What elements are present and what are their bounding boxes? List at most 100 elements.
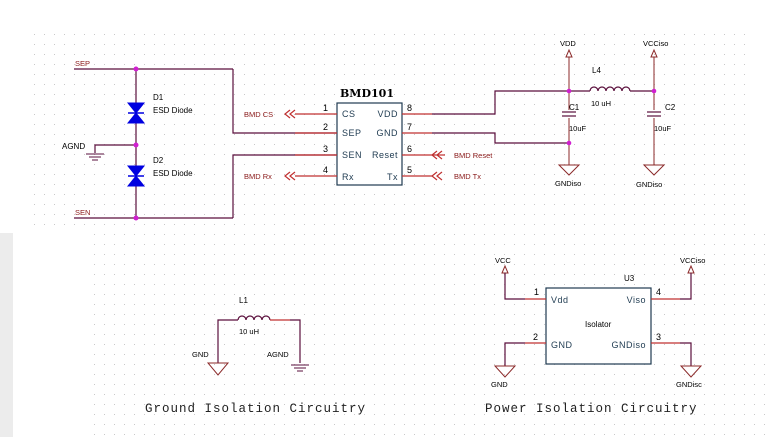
inductor-l4[interactable]	[589, 86, 631, 92]
vcciso-label: VCCiso	[643, 39, 668, 48]
l1-ref: L1	[239, 296, 248, 305]
ground-icon	[86, 153, 104, 161]
pin-num: 6	[407, 144, 412, 154]
pin-name-rx: Rx	[342, 172, 354, 182]
wire-gnd-l1[interactable]	[217, 319, 238, 363]
pin-name-sep: SEP	[342, 128, 362, 138]
c1-ref: C1	[569, 103, 580, 112]
vcciso-label-bottom: VCCiso	[680, 256, 705, 265]
pin-num: 3	[323, 144, 328, 154]
inductor-l1[interactable]	[237, 315, 271, 321]
junction-dot	[133, 215, 139, 221]
power-filter-section: VDD VCCiso L4 10 uH C1 10uF C2 10uF	[555, 39, 676, 189]
pin-num: 4	[656, 287, 661, 297]
ground-icon	[557, 164, 581, 176]
junction-dot	[133, 66, 139, 72]
power-isolation-section: U3 Isolator Vdd GND Viso GNDiso 1 2 4 3 …	[485, 256, 705, 416]
port-label: BMD CS	[244, 110, 273, 119]
pin-num: 1	[534, 287, 539, 297]
gndiso-label-bottom: GNDisc	[676, 380, 702, 389]
ground-icon	[642, 164, 666, 176]
l4-ref: L4	[592, 66, 601, 75]
agnd-label-bottom: AGND	[267, 350, 289, 359]
wire-agnd[interactable]	[94, 144, 136, 153]
pin-name-gnd-iso: GND	[551, 340, 573, 350]
port-bmd-cs[interactable]: BMD CS	[244, 109, 296, 119]
pin-name-cs: CS	[342, 109, 356, 119]
gndiso-label-1: GNDiso	[555, 179, 581, 188]
pin-num: 4	[323, 165, 328, 175]
gndiso-label-2: GNDiso	[636, 180, 662, 189]
power-isolation-caption: Power Isolation Circuitry	[485, 402, 698, 416]
pin-num: 3	[656, 332, 661, 342]
port-label: BMD Tx	[454, 172, 481, 181]
c2-ref: C2	[665, 103, 676, 112]
pin-num: 2	[533, 332, 538, 342]
pin-name-vdd: VDD	[377, 109, 398, 119]
pin-num: 7	[407, 122, 412, 132]
diode-d2[interactable]	[126, 165, 146, 187]
junction-dot	[566, 140, 572, 146]
vcc-label: VCC	[495, 256, 511, 265]
ground-isolation-section: L1 10 uH GND AGND Ground Isolation Circu…	[145, 296, 366, 416]
pin-name-gnd: GND	[377, 128, 399, 138]
gnd-label: GND	[192, 350, 209, 359]
port-bmd-rx[interactable]: BMD Rx	[244, 171, 296, 181]
wire-agnd-l1[interactable]	[290, 319, 301, 363]
wire-vcc[interactable]	[504, 273, 525, 300]
pin-name-reset: Reset	[372, 150, 398, 160]
grid-bottom	[90, 232, 768, 437]
agnd-label: AGND	[62, 142, 85, 151]
vdd-label: VDD	[560, 39, 576, 48]
port-bmd-reset[interactable]: BMD Reset	[431, 150, 493, 160]
net-label-sep: SEP	[75, 59, 90, 68]
wire-gnd[interactable]	[432, 132, 569, 144]
junction-dot	[651, 88, 657, 94]
isolator-name: Isolator	[585, 320, 612, 329]
capacitor-c2[interactable]	[647, 110, 661, 118]
ground-isolation-caption: Ground Isolation Circuitry	[145, 402, 366, 416]
port-label: BMD Reset	[454, 151, 493, 160]
d2-ref: D2	[153, 156, 164, 165]
pin-num: 2	[323, 122, 328, 132]
d1-ref: D1	[153, 93, 164, 102]
l1-value: 10 uH	[239, 327, 259, 336]
port-bmd-tx[interactable]: BMD Tx	[431, 171, 481, 181]
pin-name-vdd-iso: Vdd	[551, 295, 569, 305]
diode-d1[interactable]	[126, 102, 146, 124]
side-panel	[0, 233, 13, 437]
pin-num: 5	[407, 165, 412, 175]
gnd-iso-label: GND	[491, 380, 508, 389]
net-label-sen: SEN	[75, 208, 90, 217]
u3-ref: U3	[624, 274, 635, 283]
c2-value: 10uF	[654, 124, 672, 133]
pin-name-sen: SEN	[342, 150, 362, 160]
ground-icon	[679, 365, 703, 378]
chip-bmd101[interactable]: BMD101 1 2 3 4 CS SEP SEN Rx 8 7 6 5 VDD…	[295, 87, 432, 186]
d1-value: ESD Diode	[153, 106, 193, 115]
esd-section: SEP SEN D1 ESD Diode AGND D2 ESD Di	[62, 59, 337, 221]
junction-dot	[133, 142, 139, 148]
l4-value: 10 uH	[591, 99, 611, 108]
wire-gnd-iso[interactable]	[504, 342, 525, 366]
ground-icon	[206, 362, 230, 376]
wire-gndiso[interactable]	[680, 342, 692, 366]
pin-name-gndiso: GNDiso	[611, 340, 646, 350]
junction-dot	[566, 88, 572, 94]
capacitor-c1[interactable]	[562, 110, 576, 118]
earth-ground-icon	[291, 364, 309, 372]
wire-vdd[interactable]	[432, 90, 569, 115]
d2-value: ESD Diode	[153, 169, 193, 178]
isolator-body[interactable]	[545, 287, 652, 365]
port-label: BMD Rx	[244, 172, 272, 181]
wire-vcciso[interactable]	[680, 273, 692, 300]
pin-num: 8	[407, 103, 412, 113]
ground-icon	[493, 365, 517, 378]
pin-name-viso: Viso	[627, 295, 646, 305]
c1-value: 10uF	[569, 124, 587, 133]
pin-name-tx: Tx	[387, 172, 398, 182]
chip-title: BMD101	[340, 87, 394, 100]
chip-body[interactable]	[336, 102, 403, 186]
pin-num: 1	[323, 103, 328, 113]
